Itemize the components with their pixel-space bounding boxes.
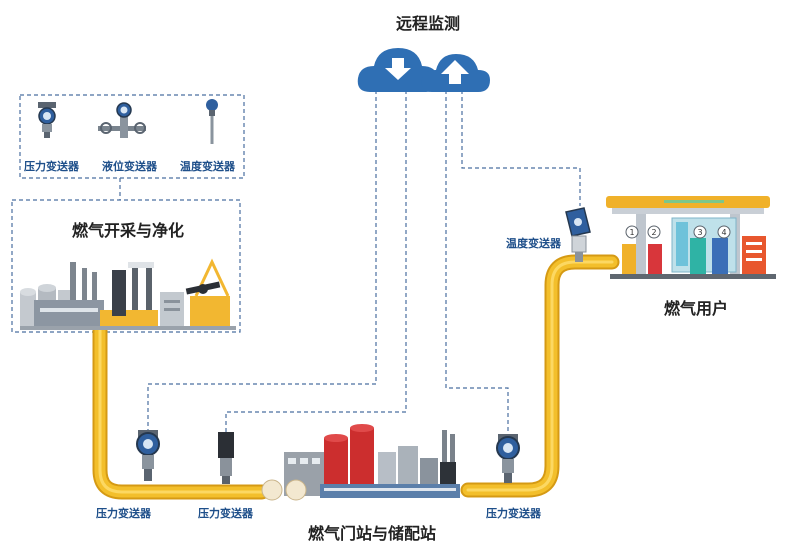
pump-number-4: 4 [721, 228, 726, 237]
consumer-temperature-label: 温度变送器 [506, 237, 561, 250]
gas-extraction-plant [20, 258, 236, 330]
pressure-transmitter-mid-icon [218, 432, 234, 484]
panel-pressure-label: 压力变送器 [24, 160, 79, 173]
signal-line-left [147, 90, 377, 430]
pump-number-1: 1 [629, 228, 634, 237]
gas-gate-station-plant [261, 424, 460, 501]
sensor-panel-box [19, 94, 245, 179]
temperature-transmitter-icon [206, 99, 218, 144]
pump-number-2: 2 [651, 228, 656, 237]
gas-consumer-station: 1 2 3 4 [606, 196, 776, 279]
temperature-transmitter-consumer-icon [565, 207, 591, 262]
extraction-title: 燃气开采与净化 [72, 221, 185, 240]
upload-arrow-icon [441, 60, 469, 84]
signal-lines [147, 90, 581, 434]
signal-line-consumer [461, 90, 581, 206]
pipeline [92, 254, 620, 500]
panel-level-label: 液位变送器 [102, 160, 157, 173]
upload-cloud-icon [421, 54, 490, 92]
mid-pressure-label: 压力变送器 [198, 507, 253, 520]
extraction-box [11, 199, 241, 333]
remote-monitoring-title: 远程监测 [396, 14, 461, 33]
level-transmitter-icon [98, 102, 146, 138]
gate-station-title: 燃气门站与储配站 [308, 524, 437, 543]
left-pressure-label: 压力变送器 [96, 507, 151, 520]
signal-line-right [445, 90, 509, 434]
signal-line-mid [225, 90, 407, 432]
consumer-title: 燃气用户 [664, 299, 729, 318]
pressure-transmitter-left-icon [136, 430, 160, 481]
download-arrow-icon [385, 58, 411, 80]
right-pressure-label: 压力变送器 [486, 507, 541, 520]
pressure-transmitter-right-icon [496, 434, 520, 483]
panel-temperature-label: 温度变送器 [180, 160, 235, 173]
pump-number-3: 3 [697, 228, 702, 237]
pressure-transmitter-icon [38, 102, 56, 138]
download-cloud-icon [357, 48, 439, 92]
